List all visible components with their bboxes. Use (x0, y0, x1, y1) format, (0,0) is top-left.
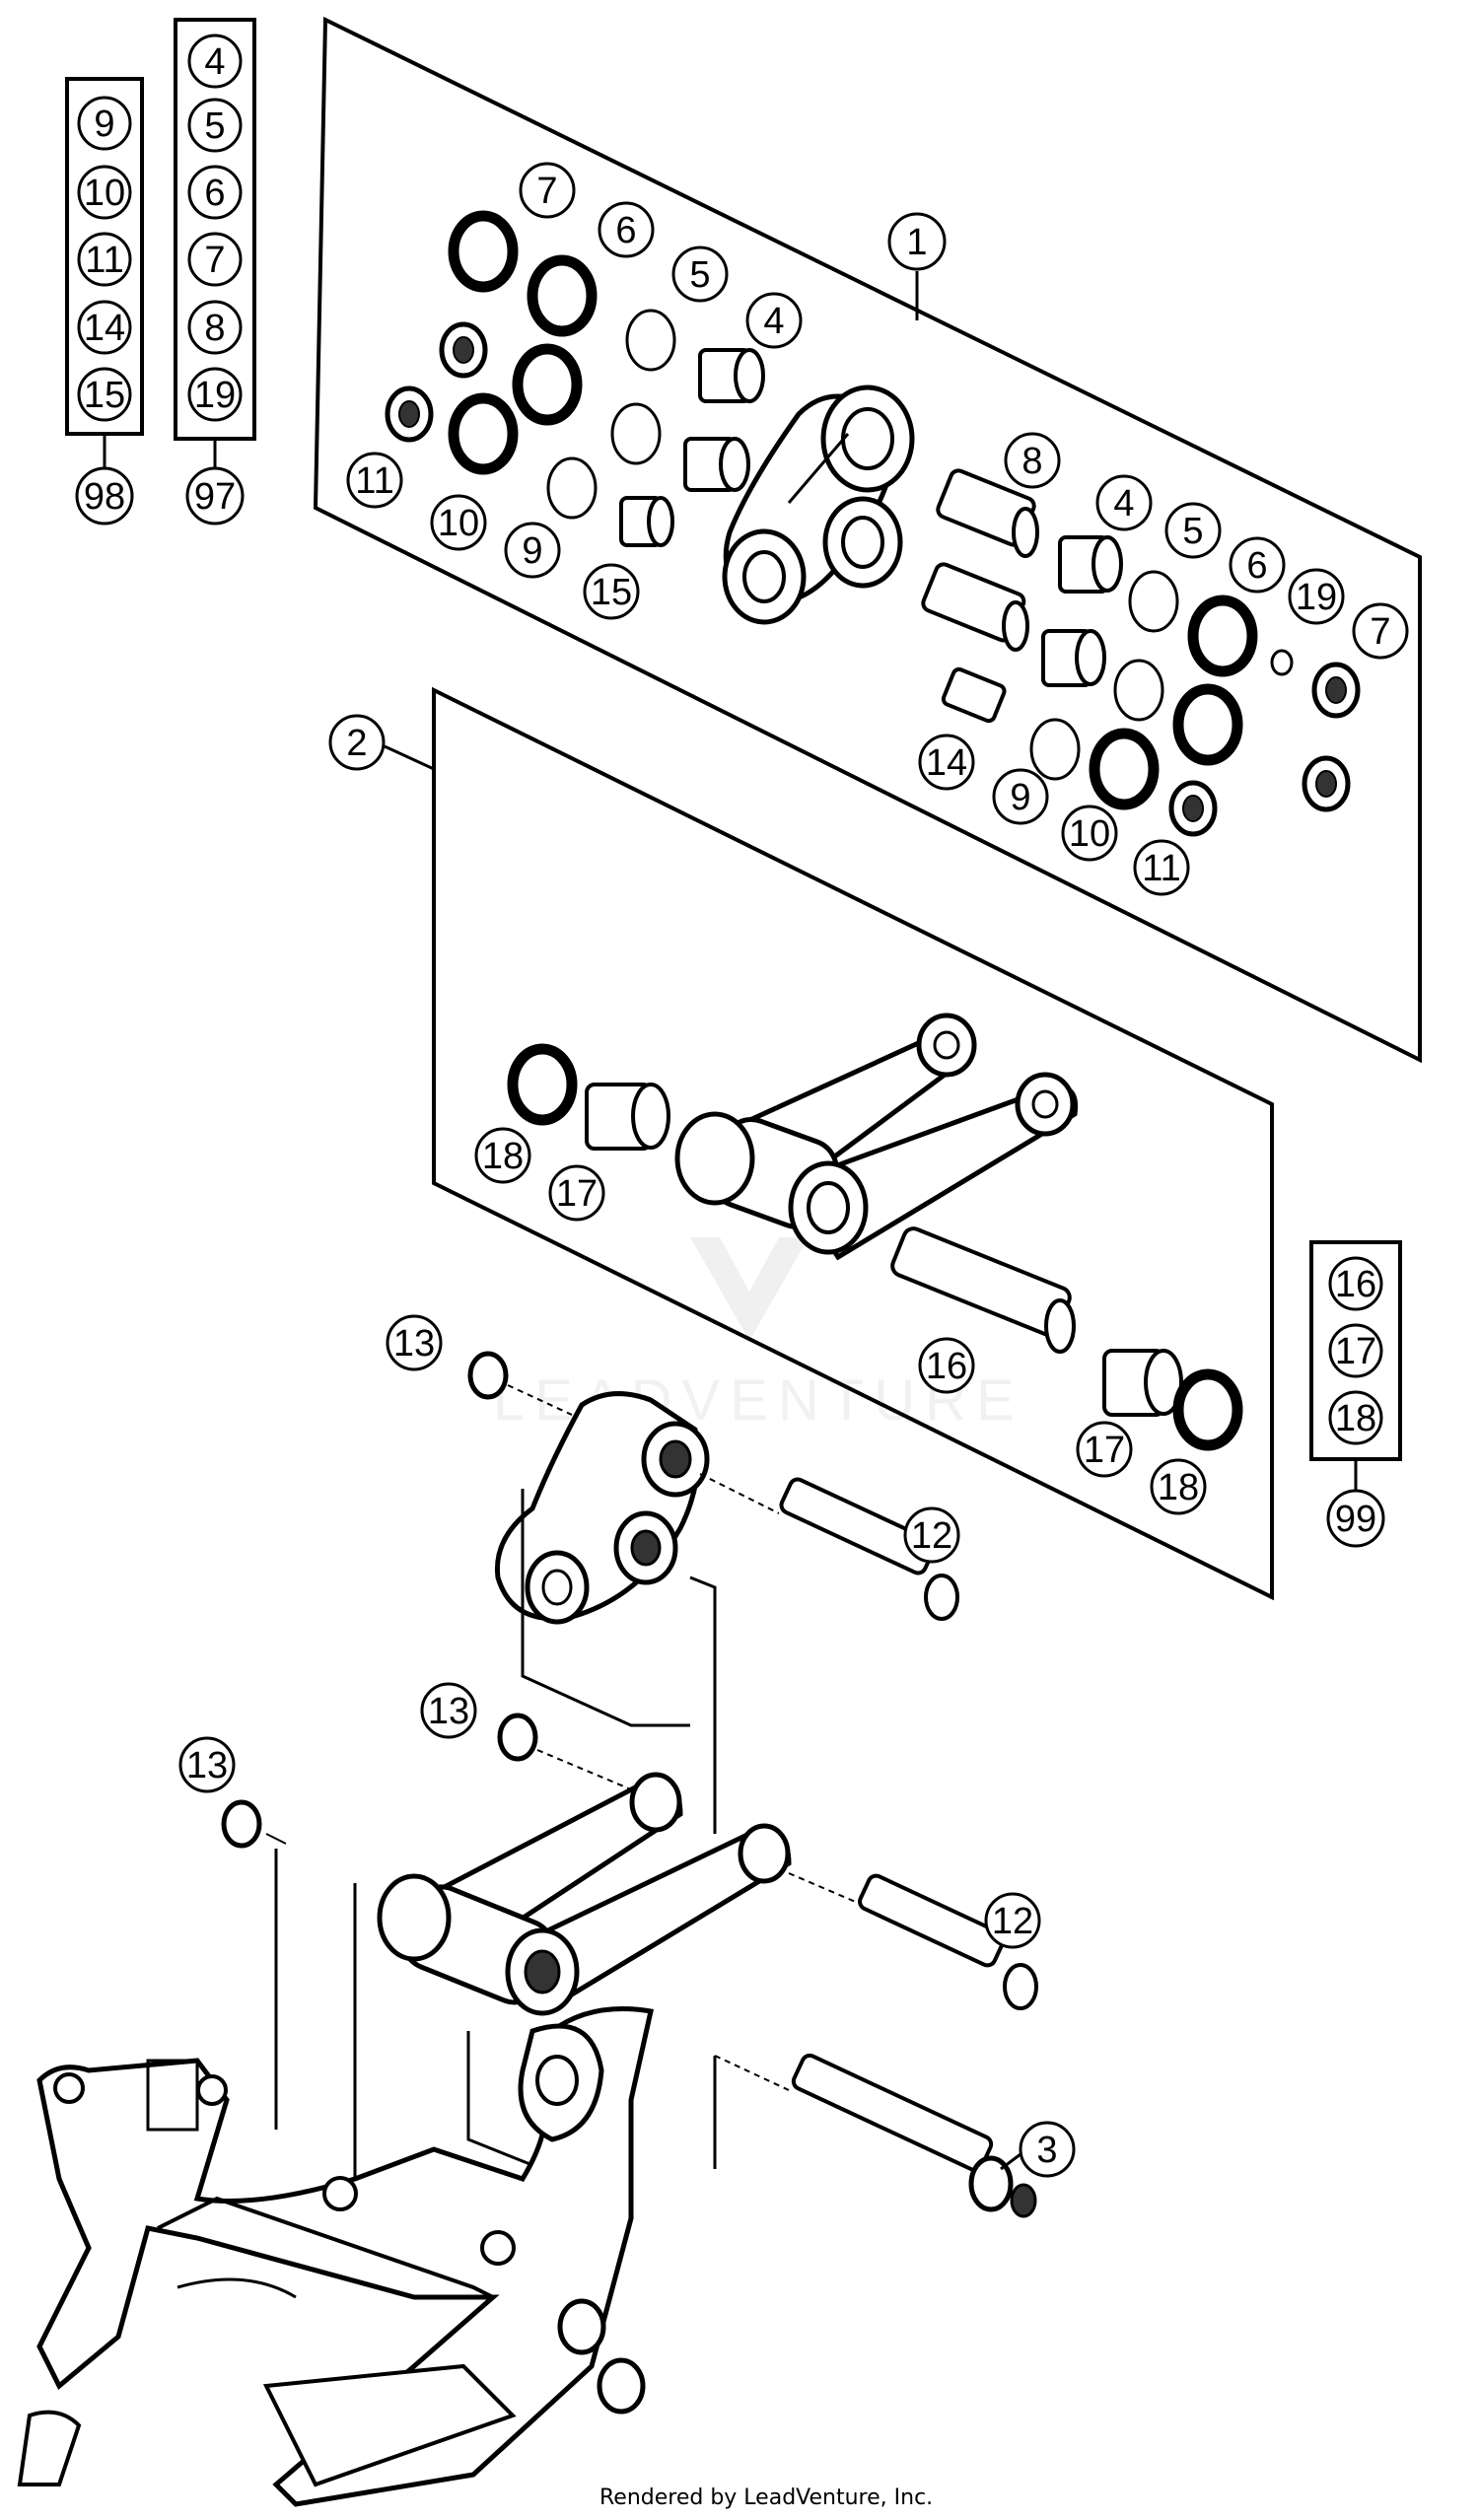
kit-98-box: 9 10 11 14 15 98 (65, 77, 144, 525)
callout-right-10: 10 (1069, 813, 1110, 855)
kit-99-label: 99 (1335, 1499, 1376, 1540)
callout-top-6: 6 (615, 210, 636, 251)
kit-98-item: 9 (94, 104, 114, 145)
kit-97-item: 8 (204, 308, 225, 349)
callout-13c: 13 (186, 1745, 228, 1786)
assembly-callouts-lower: 13 13 12 (178, 1682, 1041, 1949)
callout-right-5: 5 (1182, 511, 1203, 552)
callout-left-10: 10 (438, 503, 479, 544)
kit-98-item: 11 (85, 240, 123, 281)
kit-99-item: 18 (1335, 1398, 1376, 1439)
kit-98-items: 9 10 11 14 15 (77, 96, 132, 422)
kit-99-item: 17 (1335, 1331, 1376, 1372)
kit-97-items: 4 5 6 7 8 19 (187, 34, 243, 422)
kit-99-box: 16 17 18 99 (1309, 1240, 1402, 1548)
callout-top-5: 5 (689, 254, 710, 296)
kit-98-label: 98 (84, 476, 125, 518)
callout-13b: 13 (428, 1691, 469, 1732)
kit-99-item: 16 (1335, 1264, 1376, 1305)
kit-1-left-parts (387, 216, 915, 625)
callout-12a: 12 (911, 1515, 952, 1557)
kit-1-right-parts (921, 468, 1358, 834)
callout-right-11: 11 (1142, 848, 1180, 889)
kit-98-item: 14 (84, 308, 125, 349)
callout-right-19: 19 (1296, 577, 1337, 618)
callout-right-8: 8 (1021, 441, 1042, 482)
kit-2-panel: 2 (328, 686, 1274, 1601)
kit-97-item: 6 (204, 173, 225, 214)
callout-top-7: 7 (536, 171, 557, 212)
callout-right-9: 9 (1010, 777, 1030, 818)
kit-97-item: 19 (194, 375, 236, 416)
kit-97-item: 5 (204, 105, 225, 147)
callout-kit2-17b: 17 (1084, 1430, 1125, 1471)
callout-kit2-16: 16 (926, 1346, 967, 1387)
kit-97-label: 97 (194, 476, 236, 518)
kit-1-callouts: 1 7 6 5 4 11 10 9 15 8 4 5 6 19 7 14 9 1… (346, 162, 1409, 896)
callout-left-9: 9 (522, 530, 542, 572)
kit-2-callouts: 18 17 16 17 18 (474, 1127, 1207, 1515)
assembly-callouts-upper: 13 12 (386, 1314, 960, 1564)
kit-97-box: 4 5 6 7 8 19 97 (174, 18, 256, 525)
watermark-logo: LEADVENTURE (493, 1237, 1015, 1433)
callout-kit2-18b: 18 (1158, 1467, 1199, 1508)
kit-97-item: 4 (204, 41, 225, 83)
callout-right-7: 7 (1370, 611, 1390, 653)
kit-98-item: 15 (84, 375, 125, 416)
assembly-linkage-upper (467, 1351, 959, 1834)
callout-left-15: 15 (591, 572, 632, 613)
kit-97-item: 7 (204, 240, 225, 281)
callout-right-6: 6 (1246, 545, 1267, 587)
assembly-frame (17, 2006, 655, 2507)
kit-2-parts (513, 1013, 1237, 1445)
callout-3: 3 (1036, 2130, 1057, 2171)
callout-13a: 13 (393, 1323, 435, 1365)
callout-2: 2 (346, 723, 367, 764)
kit-98-item: 10 (84, 173, 125, 214)
callout-1: 1 (906, 222, 927, 263)
callout-kit2-18: 18 (482, 1136, 524, 1177)
callout-12b: 12 (992, 1901, 1033, 1942)
rendered-by-credit: Rendered by LeadVenture, Inc. (599, 2485, 933, 2510)
assembly-bolt-3: 3 (713, 2053, 1076, 2218)
kit-1-panel (313, 16, 1422, 1064)
callout-right-14: 14 (926, 742, 967, 784)
callout-top-4: 4 (763, 301, 784, 342)
callout-left-11: 11 (355, 460, 393, 502)
assembly-linkage-lower (221, 1713, 1038, 2192)
callout-right-4: 4 (1113, 483, 1134, 525)
callout-kit2-17: 17 (556, 1173, 598, 1215)
